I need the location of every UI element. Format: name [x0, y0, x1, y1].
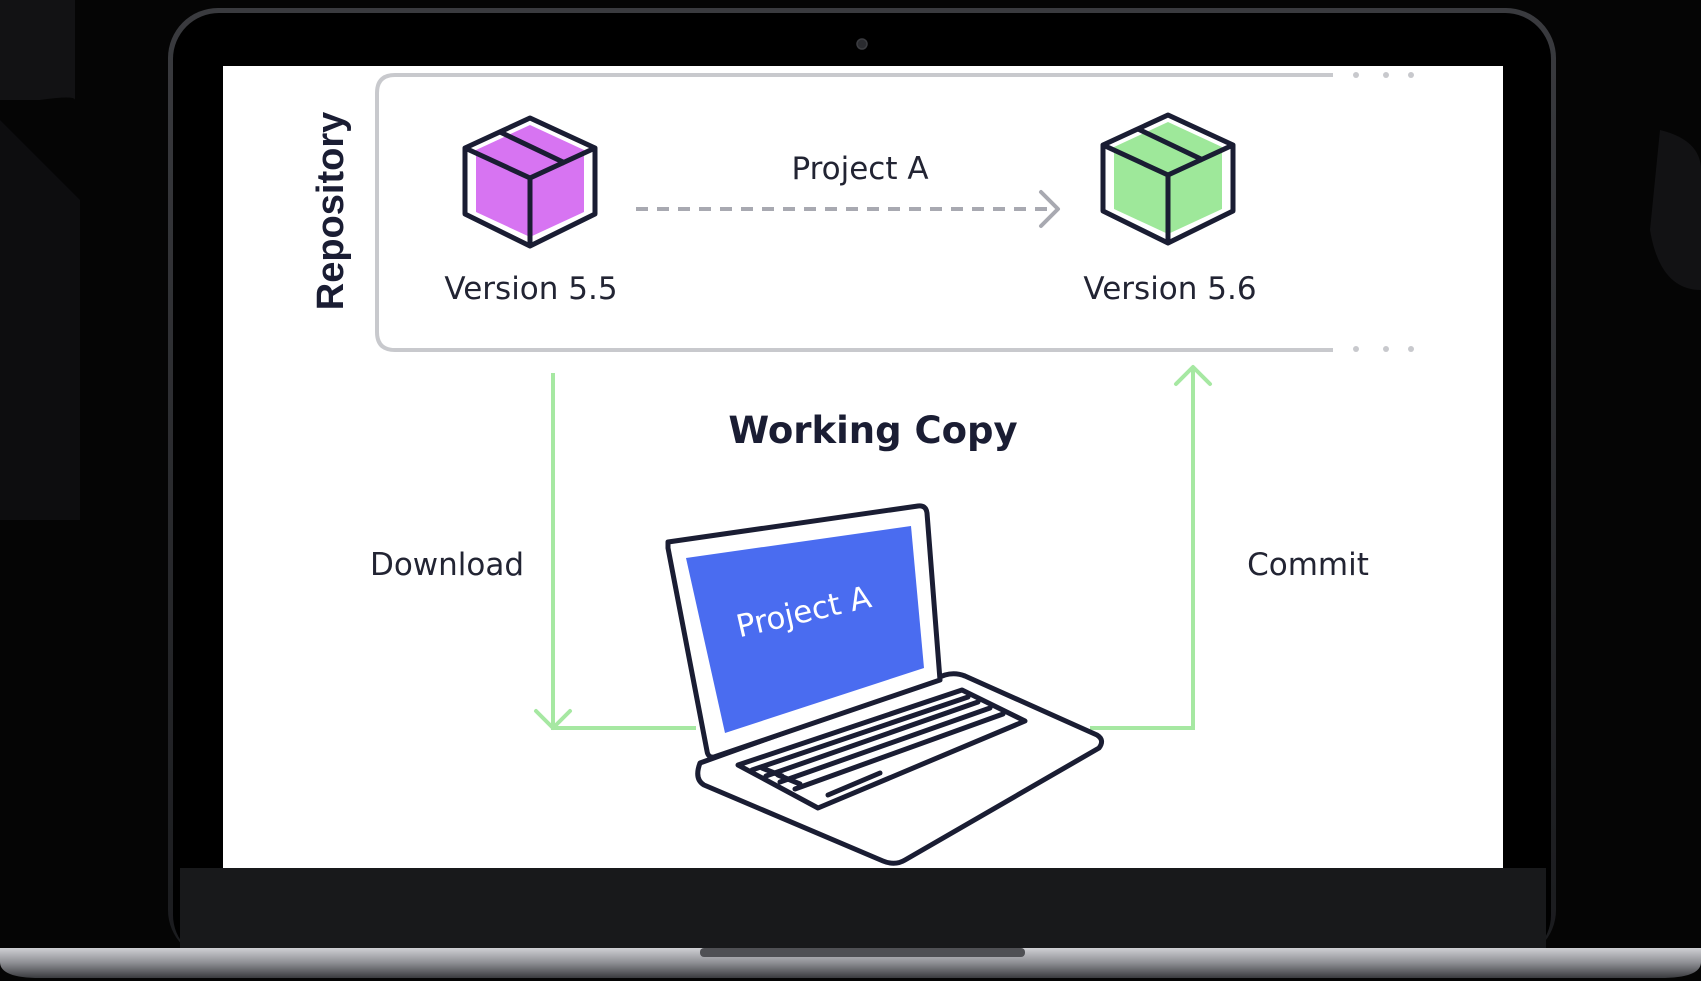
package-box-icon — [1100, 112, 1236, 246]
download-label: Download — [370, 547, 524, 583]
laptop-base — [0, 948, 1701, 978]
repository-container — [375, 72, 1414, 352]
version-new-label: Version 5.6 — [1083, 271, 1256, 307]
package-box-icon — [462, 115, 598, 249]
download-arrow — [534, 373, 696, 730]
repository-label: Repository — [310, 112, 352, 310]
transition-label: Project A — [791, 151, 928, 187]
commit-arrow — [1090, 365, 1212, 730]
version-transition-arrow — [636, 190, 1060, 228]
laptop-icon: Project A — [665, 503, 1105, 866]
working-copy-title: Working Copy — [728, 409, 1017, 452]
commit-label: Commit — [1247, 547, 1369, 583]
webcam-icon — [856, 38, 868, 50]
version-old-label: Version 5.5 — [444, 271, 617, 307]
